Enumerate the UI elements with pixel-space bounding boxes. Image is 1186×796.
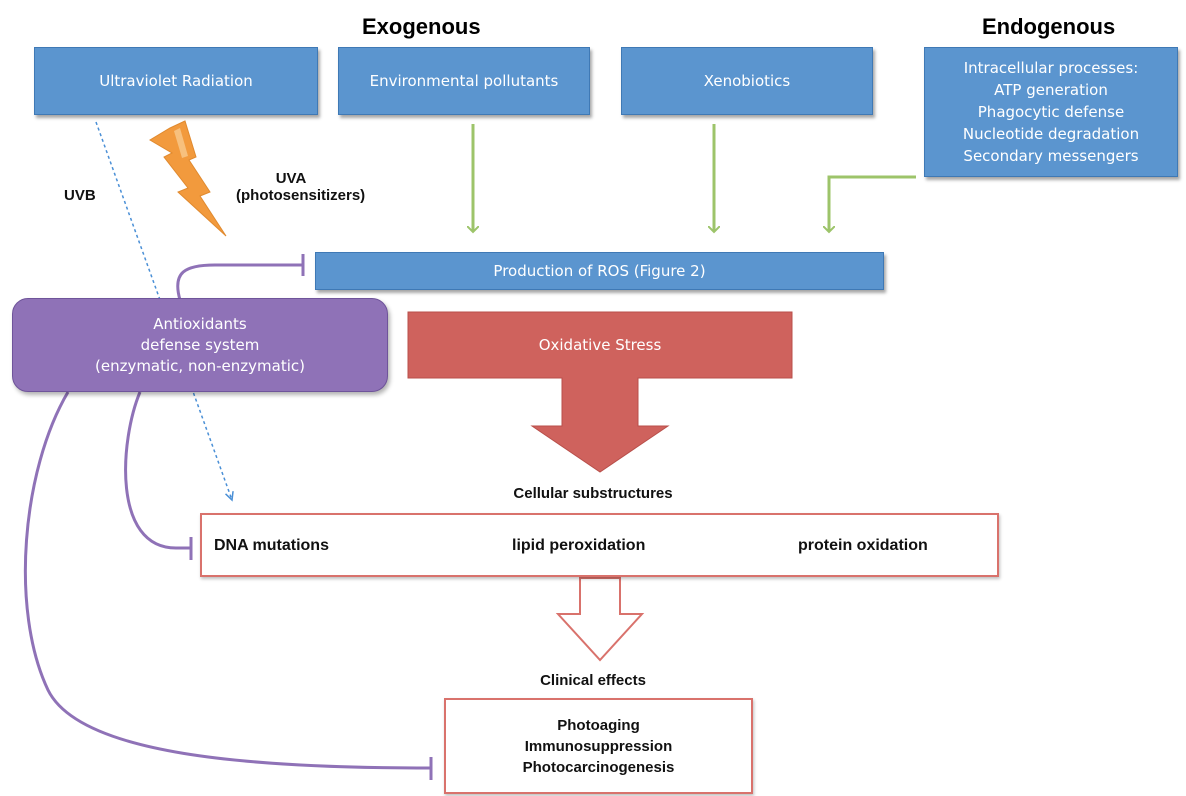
- uva-label: UVA (photosensitizers): [236, 170, 366, 204]
- endogenous-line: Secondary messengers: [963, 147, 1139, 165]
- clinical-photoaging: Photoaging: [557, 716, 640, 734]
- inhibit-clinical-connector: [23, 391, 431, 770]
- ultraviolet-radiation-box: Ultraviolet Radiation: [34, 47, 318, 115]
- uvb-label: UVB: [64, 187, 96, 204]
- dna-mutations-label: DNA mutations: [214, 537, 329, 554]
- endogenous-line: ATP generation: [994, 81, 1108, 99]
- antioxidants-line2: defense system: [140, 335, 260, 354]
- xenobiotics-label: Xenobiotics: [703, 72, 791, 90]
- environmental-pollutants-label: Environmental pollutants: [369, 72, 559, 90]
- exogenous-heading: Exogenous: [362, 14, 481, 39]
- protein-oxidation-label: protein oxidation: [798, 537, 928, 554]
- uva-lightning-icon: [149, 120, 227, 237]
- clinical-photocarcinogenesis: Photocarcinogenesis: [522, 758, 675, 776]
- antioxidants-defense-box: Antioxidants defense system (enzymatic, …: [12, 298, 388, 392]
- antioxidants-line1: Antioxidants: [153, 314, 247, 333]
- xenobiotics-box: Xenobiotics: [621, 47, 873, 115]
- ros-production-label: Production of ROS (Figure 2): [493, 262, 706, 280]
- uva-label-line1: UVA: [275, 170, 307, 187]
- antioxidants-line3: (enzymatic, non-enzymatic): [94, 356, 305, 375]
- inhibit-dna-connector: [124, 391, 190, 550]
- oxidative-stress-label-wrap: Oxidative Stress: [408, 312, 792, 378]
- endogenous-heading: Endogenous: [982, 14, 1116, 39]
- ultraviolet-radiation-label: Ultraviolet Radiation: [99, 72, 253, 90]
- endogenous-line: Phagocytic defense: [977, 103, 1125, 121]
- clinical-effects-box: Photoaging Immunosuppression Photocarcin…: [444, 698, 753, 794]
- ros-production-box: Production of ROS (Figure 2): [315, 252, 884, 290]
- uva-lightning-highlight: [174, 128, 188, 158]
- oxidative-stress-label: Oxidative Stress: [538, 336, 662, 354]
- environmental-pollutants-box: Environmental pollutants: [338, 47, 590, 115]
- cellular-to-clinical-arrow: [555, 577, 645, 662]
- endogenous-processes-box: Intracellular processes: ATP generation …: [924, 47, 1178, 177]
- clinical-effects-title: Clinical effects: [540, 672, 646, 689]
- arrow-endogenous-to-ros: [829, 175, 916, 232]
- endogenous-line: Nucleotide degradation: [962, 125, 1140, 143]
- clinical-immunosuppression: Immunosuppression: [524, 737, 673, 755]
- lipid-peroxidation-label: lipid peroxidation: [512, 537, 646, 554]
- inhibit-ros-connector: [176, 263, 302, 301]
- cellular-substructures-box: [200, 513, 999, 577]
- uva-label-line2: (photosensitizers): [236, 187, 366, 204]
- endogenous-line: Intracellular processes:: [963, 59, 1139, 77]
- cellular-substructures-title: Cellular substructures: [513, 485, 673, 502]
- oxidative-stress-arrow: [407, 311, 793, 473]
